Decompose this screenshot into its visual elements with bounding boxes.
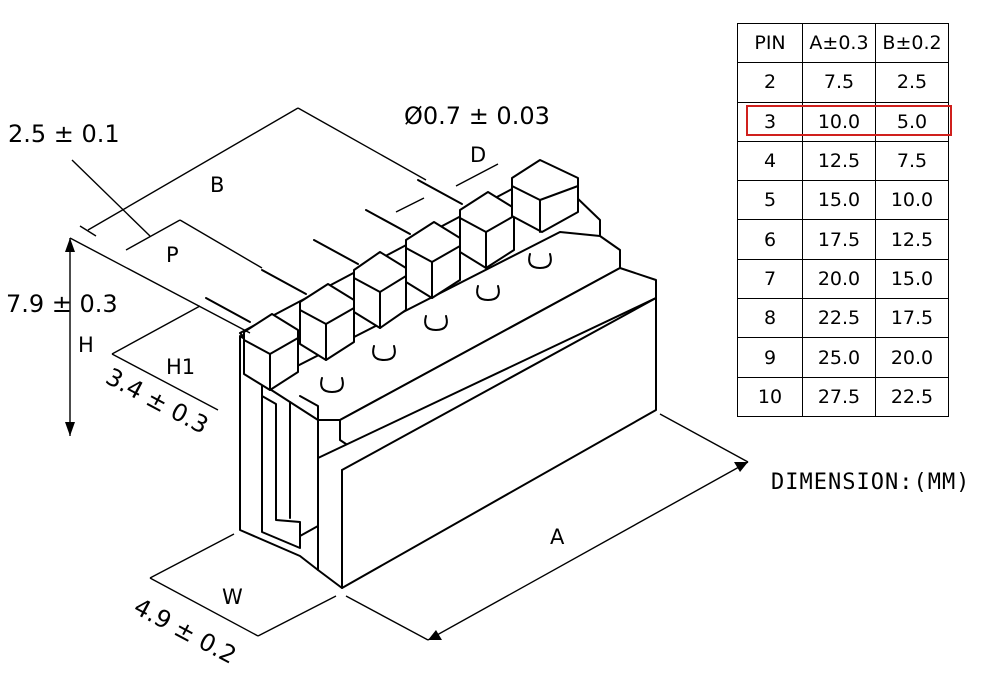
table-cell: 20.0 xyxy=(875,337,949,378)
table-cell: 3 xyxy=(737,101,803,142)
table-cell: 15.0 xyxy=(802,180,876,221)
pin-posts xyxy=(243,159,579,391)
table-cell: 22.5 xyxy=(875,376,949,417)
dim-letter-b: B xyxy=(210,173,224,197)
table-cell: 22.5 xyxy=(802,298,876,339)
table-cell: 27.5 xyxy=(802,376,876,417)
table-header-b: B±0.2 xyxy=(875,22,949,64)
dim-letter-w: W xyxy=(222,585,243,609)
table-cell: 4 xyxy=(737,140,803,182)
table-header-a: A±0.3 xyxy=(802,22,876,64)
table-cell: 7 xyxy=(737,258,803,300)
pin-rods xyxy=(205,179,463,323)
housing-top-face xyxy=(261,231,621,421)
dimension-unit-note: DIMENSION:(MM) xyxy=(771,470,971,495)
dim-letter-p: P xyxy=(166,243,179,267)
table-cell: 2 xyxy=(737,62,803,103)
dim-letter-h: H xyxy=(78,333,94,357)
table-cell: 2.5 xyxy=(875,62,949,103)
table-cell: 9 xyxy=(737,337,803,378)
pin-diameter-label: Ø0.7 ± 0.03 xyxy=(404,102,550,130)
table-cell: 7.5 xyxy=(875,140,949,182)
housing-left-wall xyxy=(239,335,319,571)
table-cell: 8 xyxy=(737,298,803,339)
h1-tolerance-label: 3.4 ± 0.3 xyxy=(101,363,213,440)
table-cell: 6 xyxy=(737,219,803,260)
table-cell: 20.0 xyxy=(802,258,876,300)
table-header-row: PIN A±0.3 B±0.2 xyxy=(737,22,949,64)
pin-hooks xyxy=(320,253,552,393)
pitch-tolerance-label: 2.5 ± 0.1 xyxy=(8,120,120,148)
table-cell: 10.0 xyxy=(802,101,876,142)
table-cell: 12.5 xyxy=(875,219,949,260)
table-cell: 5.0 xyxy=(875,101,949,142)
table-cell: 17.5 xyxy=(875,298,949,339)
table-cell: 12.5 xyxy=(802,140,876,182)
dim-letter-h1: H1 xyxy=(166,355,195,379)
table-cell: 10 xyxy=(737,376,803,417)
table-cell: 15.0 xyxy=(875,258,949,300)
table-cell: 25.0 xyxy=(802,337,876,378)
table-cell: 10.0 xyxy=(875,180,949,221)
table-cell: 7.5 xyxy=(802,62,876,103)
dim-letter-a: A xyxy=(550,525,565,549)
height-tolerance-label: 7.9 ± 0.3 xyxy=(6,290,118,318)
table-header-pin: PIN xyxy=(737,22,803,64)
table-cell: 17.5 xyxy=(802,219,876,260)
dim-letter-d: D xyxy=(470,143,486,167)
table-cell: 5 xyxy=(737,180,803,221)
